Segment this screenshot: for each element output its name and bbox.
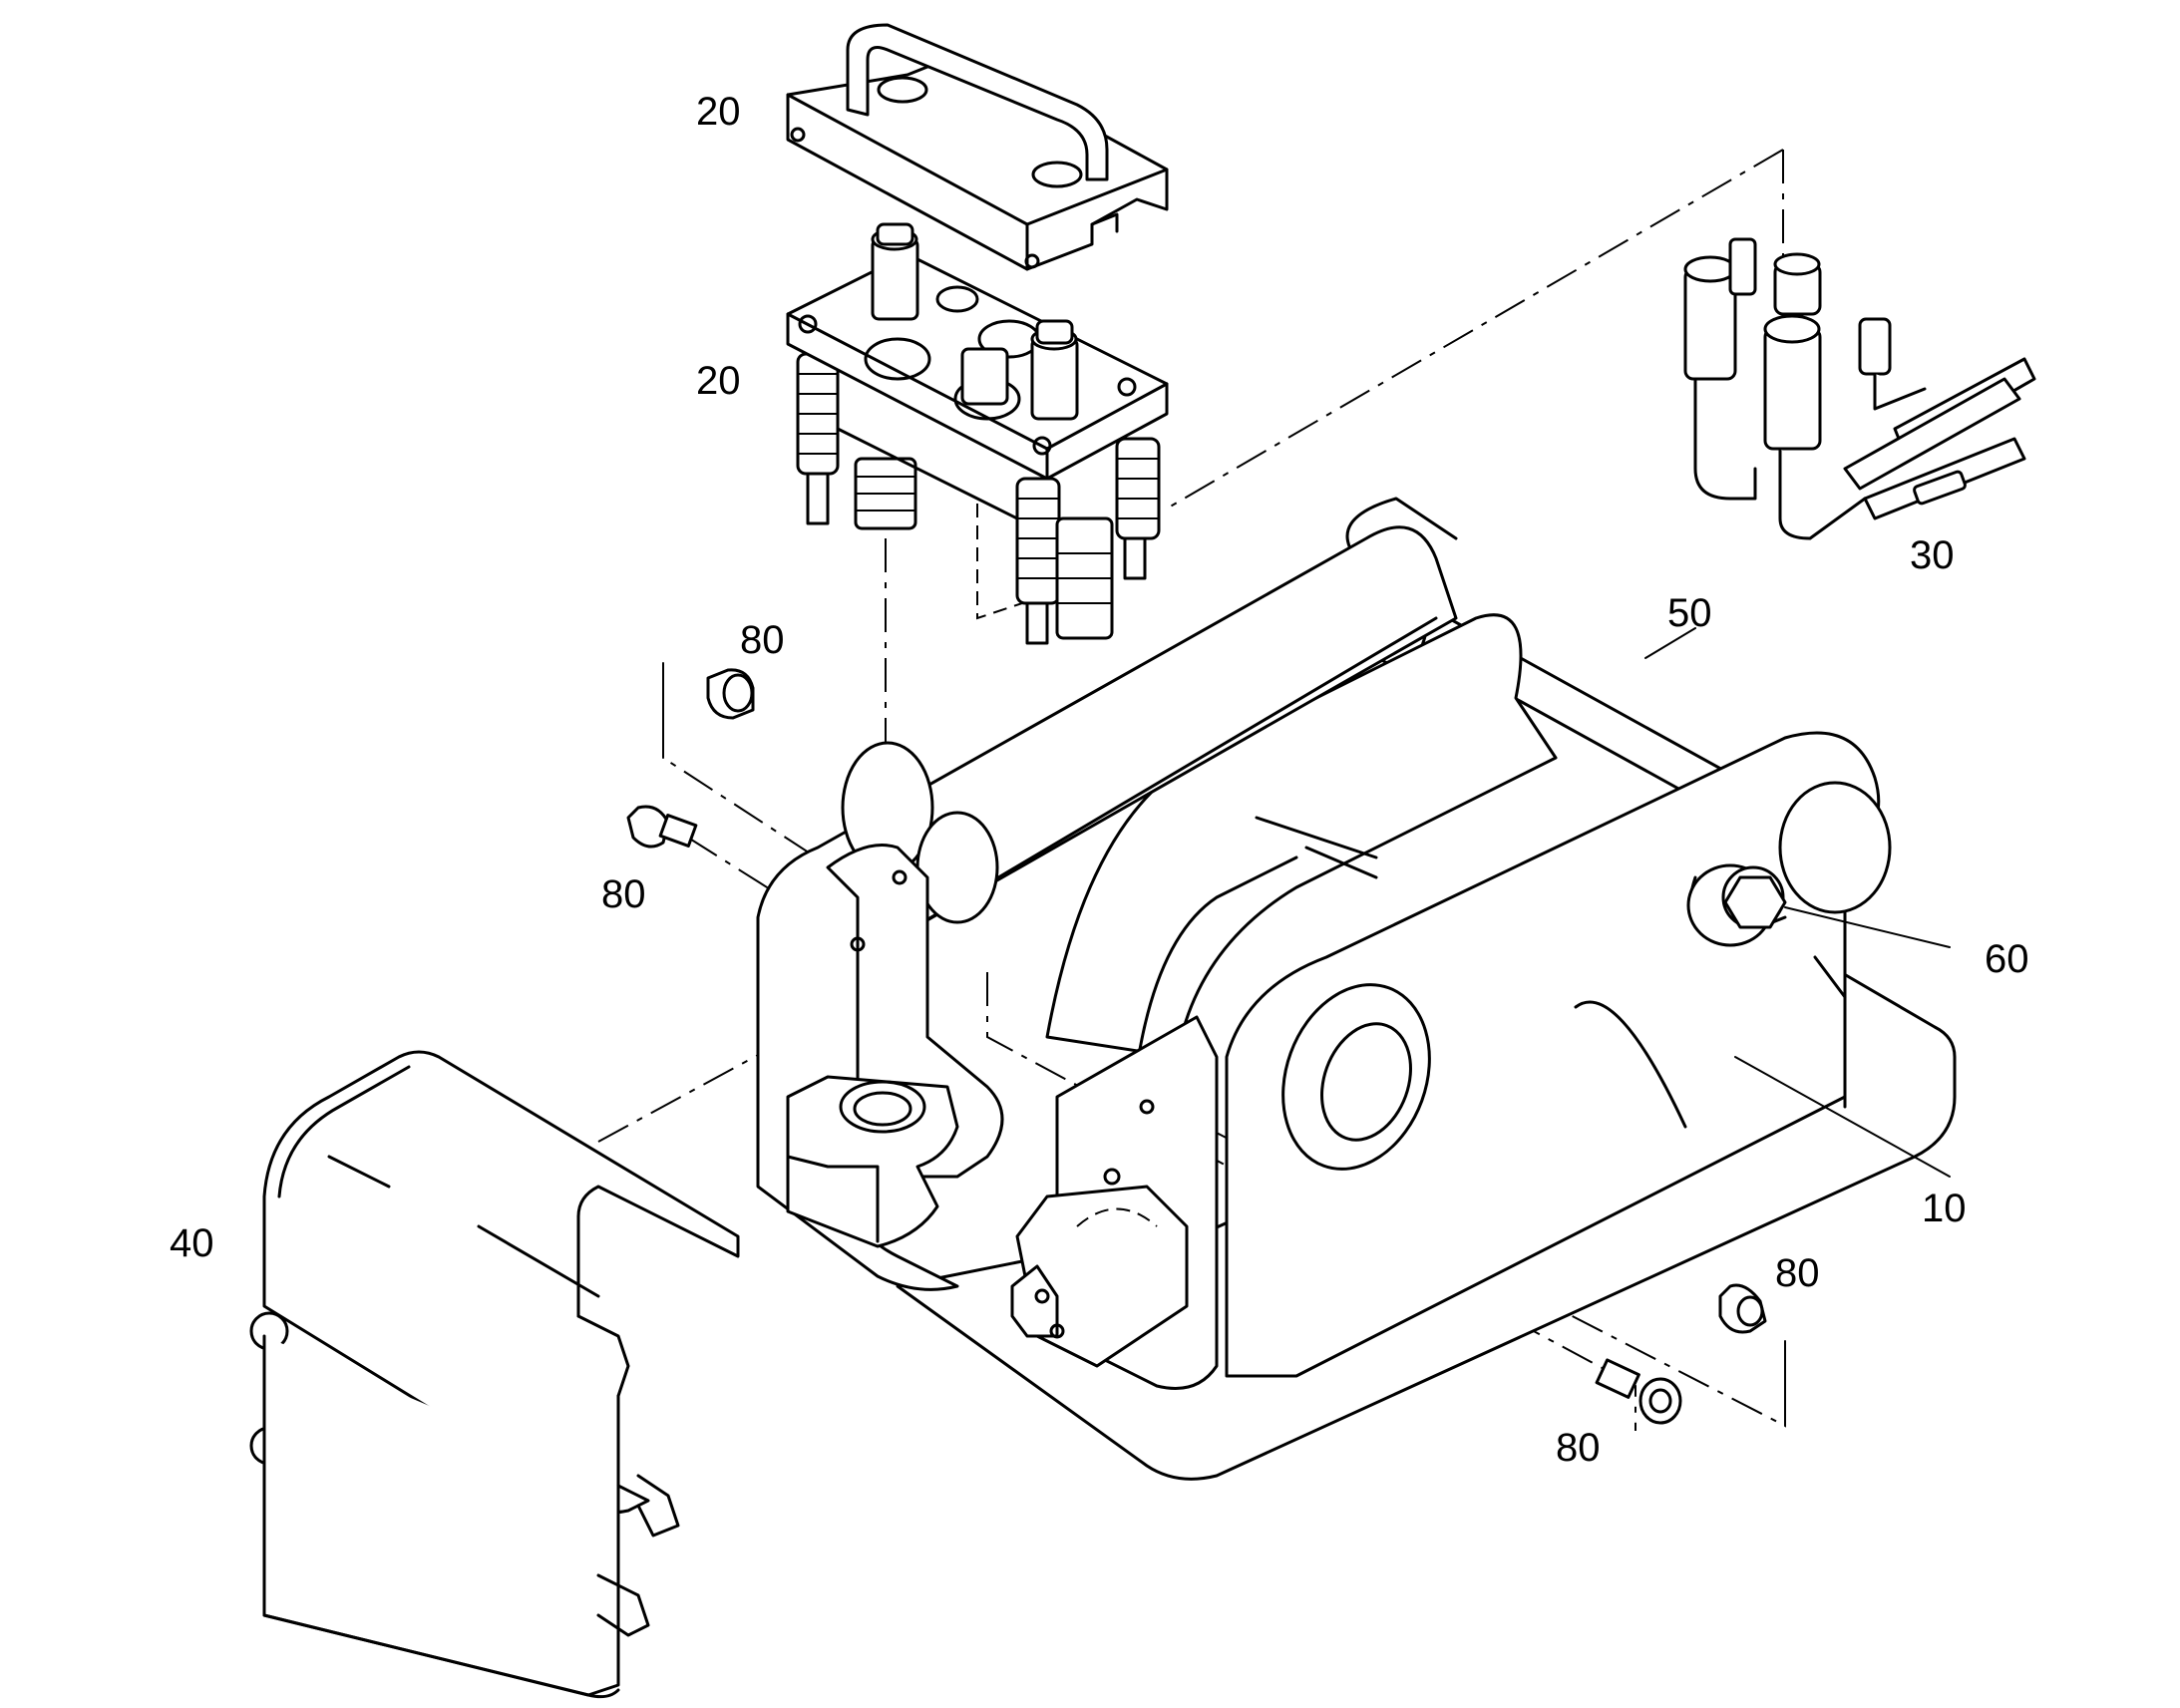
- body-10: [756, 525, 1957, 1481]
- callout-hose-assembly: 30: [1910, 533, 1955, 577]
- callout-bolt-nut-60: 60: [1985, 937, 2029, 981]
- guard-40: [249, 1050, 740, 1699]
- callout-bolt-lower: 80: [1556, 1426, 1601, 1470]
- fasteners-80: [626, 662, 1786, 1427]
- callout-coupler-block: 20: [696, 359, 741, 403]
- callout-nut-lower: 80: [1775, 1251, 1820, 1295]
- callout-guard: 40: [170, 1221, 214, 1265]
- callout-top-plate: 20: [696, 90, 741, 134]
- hose-assembly-30: [1683, 237, 2036, 540]
- bolt-nut-60: [1686, 863, 1951, 948]
- callout-body: 10: [1922, 1187, 1967, 1230]
- callout-bolt-left: 80: [601, 872, 646, 916]
- top-plate-20: [786, 23, 1169, 271]
- callout-nut-upper: 80: [740, 618, 785, 662]
- leader-lines: [1644, 627, 1951, 1178]
- coupler-block-20: [786, 222, 1169, 645]
- callout-labels: 20 20 30 50 80 80 60 10 40 80 80: [170, 90, 2029, 1470]
- callout-pin: 50: [1667, 591, 1712, 635]
